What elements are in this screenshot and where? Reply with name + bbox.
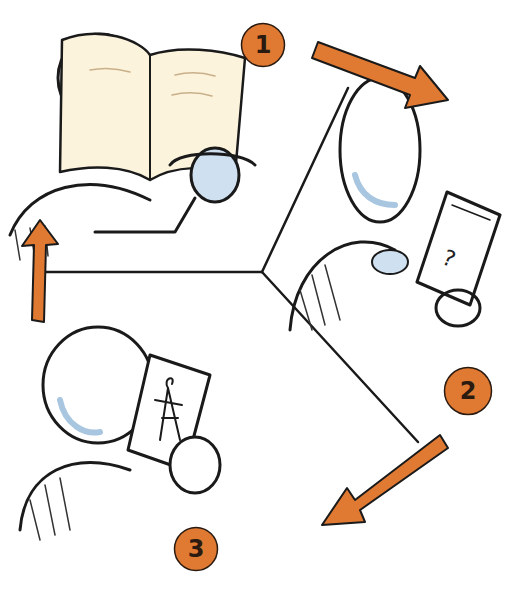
phone xyxy=(417,192,500,305)
callout-circle-shape xyxy=(175,528,218,571)
callout-number: 3 xyxy=(188,537,205,561)
book-spine xyxy=(149,55,151,180)
callout-circle: 3 xyxy=(173,526,219,572)
phone-screen-line xyxy=(452,205,490,220)
callout-number: 1 xyxy=(255,33,272,57)
hand xyxy=(372,250,408,274)
callout-number: 2 xyxy=(460,379,477,403)
hatching xyxy=(30,478,70,540)
callout-circle: 2 xyxy=(443,366,493,416)
divider-line xyxy=(262,272,418,442)
book-lines xyxy=(90,68,215,96)
shading xyxy=(355,175,395,205)
cycle-arrow xyxy=(312,42,448,108)
arm xyxy=(95,198,195,232)
divider-line xyxy=(262,88,348,272)
callout-circle: 1 xyxy=(240,22,286,68)
divider-line xyxy=(40,271,262,274)
hand xyxy=(170,437,220,493)
cycle-arrow xyxy=(22,220,58,322)
person-body xyxy=(10,185,150,235)
callout-circle-shape xyxy=(445,368,492,415)
person-body xyxy=(20,463,130,531)
magnifier-rim xyxy=(170,154,255,165)
hatching xyxy=(300,265,340,330)
cycle-arrow xyxy=(322,435,448,525)
shading xyxy=(60,400,100,433)
stick-figure xyxy=(155,378,182,440)
hand xyxy=(436,290,480,326)
callout-circle-shape xyxy=(242,24,285,67)
